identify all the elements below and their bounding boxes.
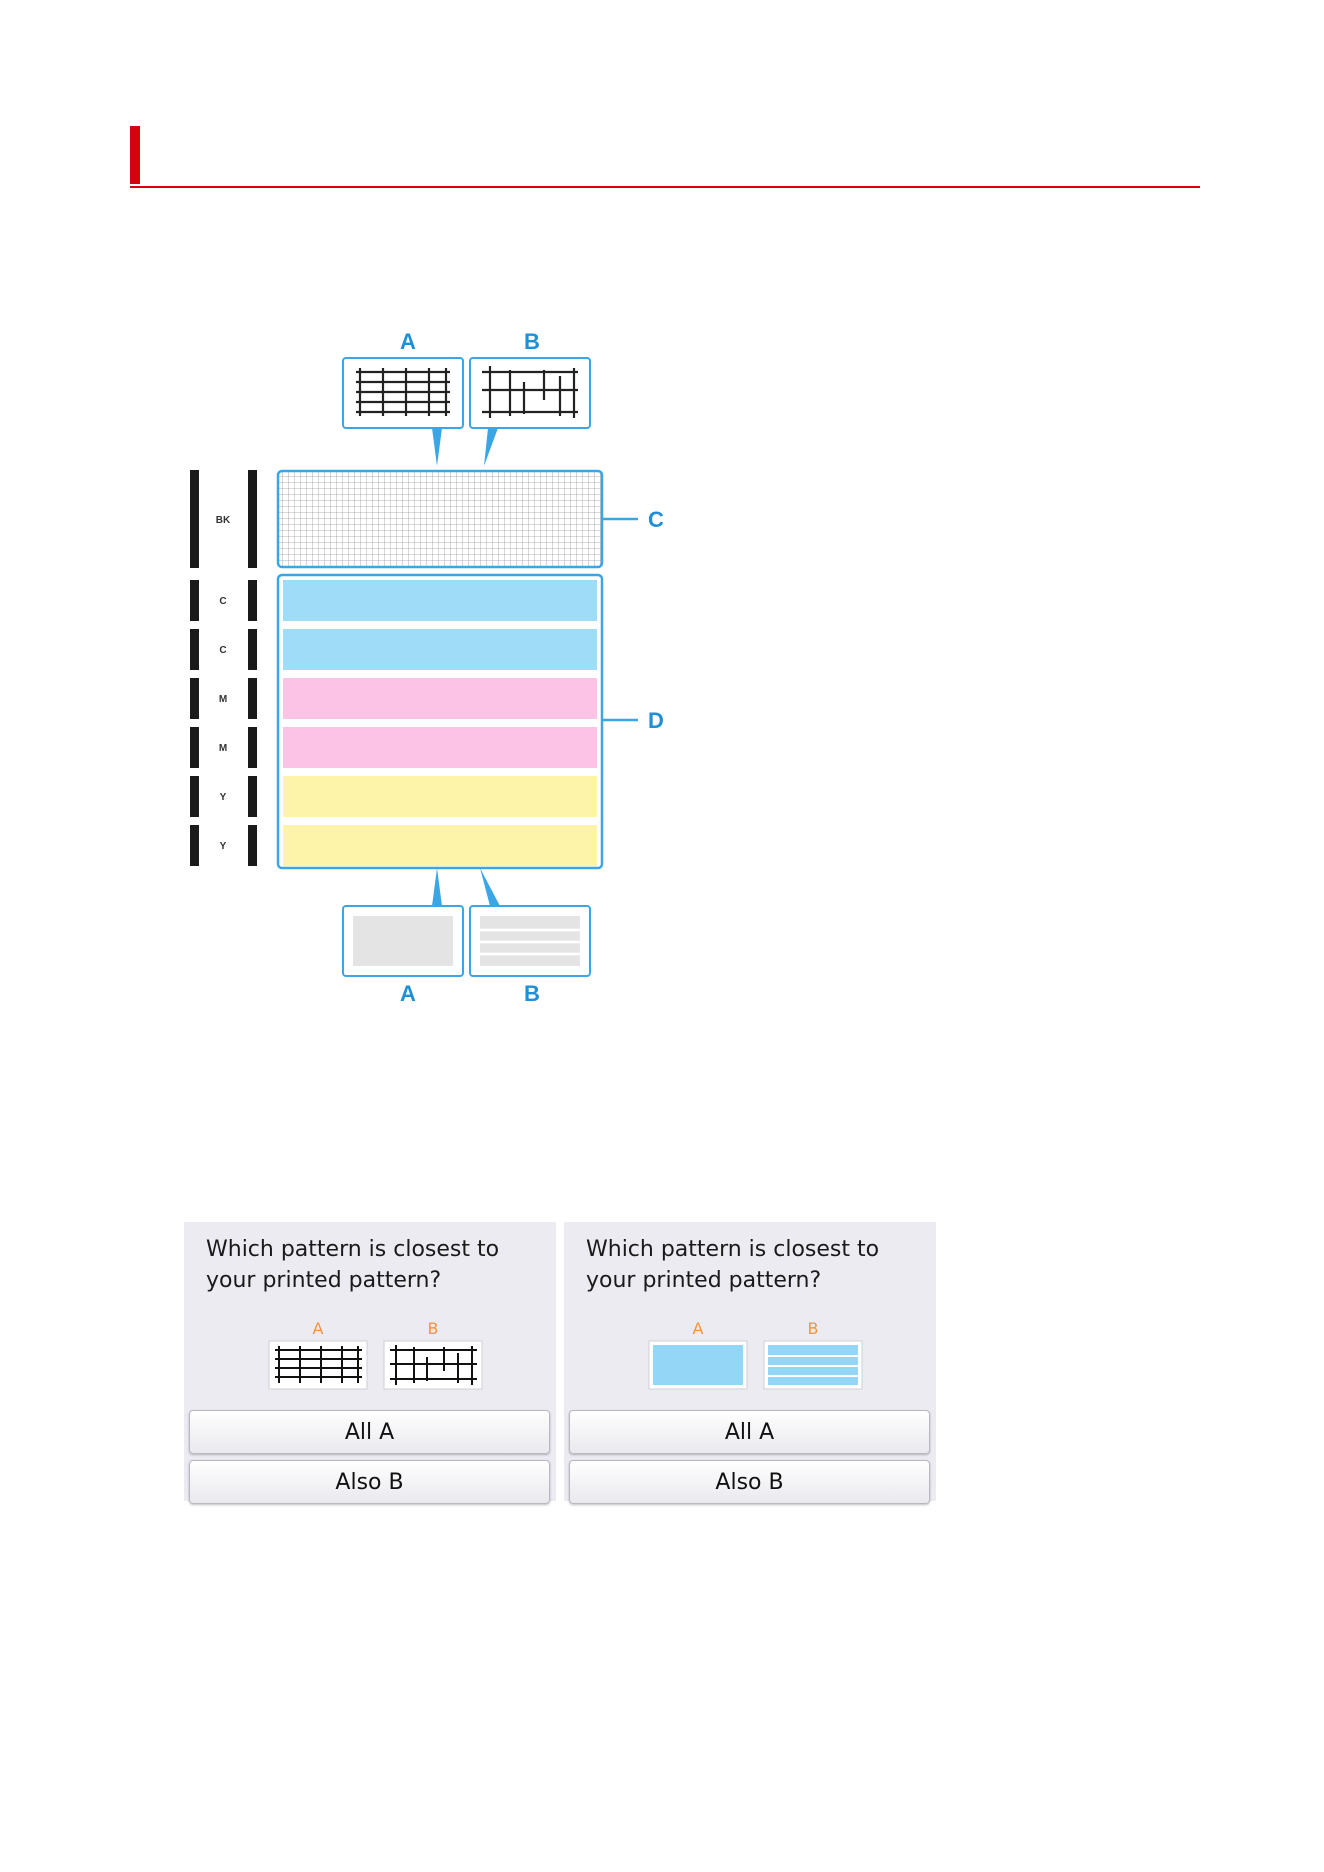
ink-label-m2: M xyxy=(219,743,227,754)
ink-bars xyxy=(190,470,257,866)
ink-label-y1: Y xyxy=(220,792,227,803)
top-callout-b xyxy=(470,358,590,466)
nozzle-check-pattern-diagram: A B xyxy=(180,320,720,1010)
choice-label-a: A xyxy=(313,1319,324,1338)
bottom-label-b: B xyxy=(524,981,540,1006)
choice-pattern-a xyxy=(269,1341,367,1389)
header-red-mark xyxy=(130,126,140,184)
ink-label-c2: C xyxy=(219,645,226,656)
screen-question: Which pattern is closest to your printed… xyxy=(586,1234,926,1296)
bottom-label-a: A xyxy=(400,981,416,1006)
ink-label-m1: M xyxy=(219,694,227,705)
choice-label-a: A xyxy=(693,1319,704,1338)
ink-label-bk: BK xyxy=(216,515,231,526)
top-label-a: A xyxy=(400,329,416,354)
also-b-button[interactable]: Also B xyxy=(569,1460,930,1504)
screen-question: Which pattern is closest to your printed… xyxy=(206,1234,546,1296)
bottom-callout-b xyxy=(470,868,590,976)
all-a-button[interactable]: All A xyxy=(189,1410,550,1454)
pattern-choices: A B xyxy=(184,1319,556,1409)
ink-label-y2: Y xyxy=(220,841,227,852)
also-b-button[interactable]: Also B xyxy=(189,1460,550,1504)
choice-label-b: B xyxy=(428,1319,439,1338)
bottom-callout-a xyxy=(343,868,463,976)
choice-label-b: B xyxy=(808,1319,819,1338)
ink-label-c1: C xyxy=(219,596,226,607)
all-a-button[interactable]: All A xyxy=(569,1410,930,1454)
color-bands-block xyxy=(278,575,638,868)
choice-pattern-b xyxy=(384,1341,482,1389)
callout-label-c: C xyxy=(648,507,664,532)
choice-pattern-a xyxy=(649,1341,747,1389)
callout-label-d: D xyxy=(648,708,664,733)
page-header xyxy=(130,126,1200,188)
top-label-b: B xyxy=(524,329,540,354)
lcd-screen-grid-pattern: Which pattern is closest to your printed… xyxy=(184,1222,556,1501)
choice-pattern-b xyxy=(764,1341,862,1389)
top-callout-a xyxy=(343,358,463,466)
bk-grid-block xyxy=(278,471,638,567)
lcd-screen-color-pattern: Which pattern is closest to your printed… xyxy=(564,1222,936,1501)
pattern-choices: A B xyxy=(564,1319,936,1409)
